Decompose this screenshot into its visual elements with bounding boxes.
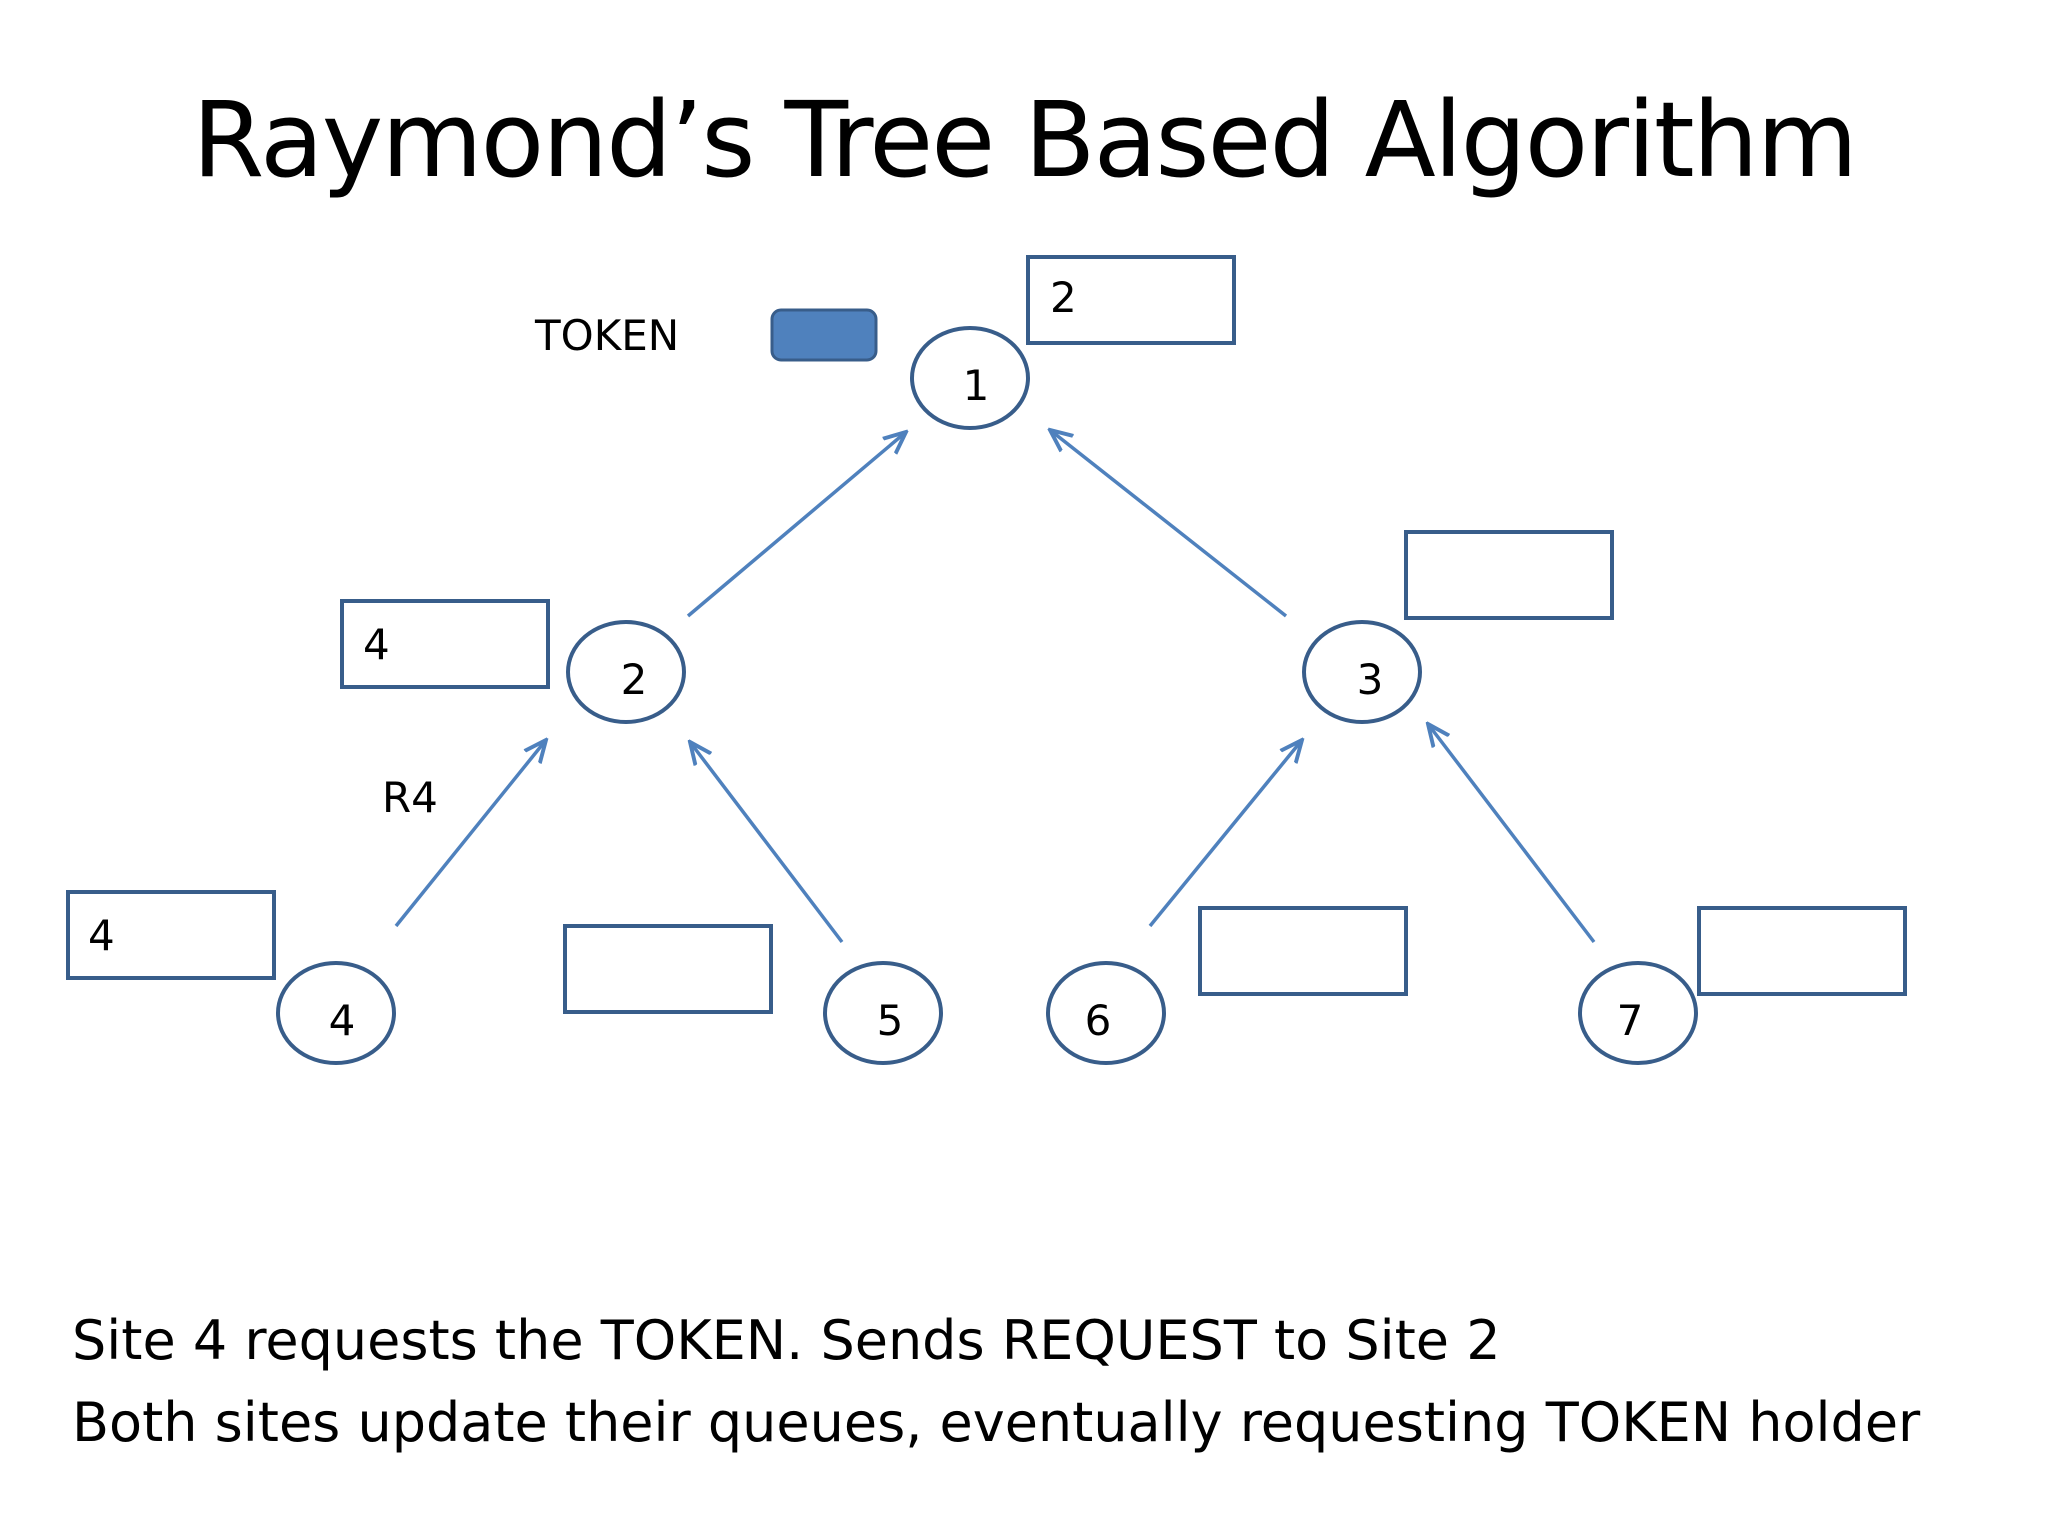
site-node-7: [1578, 961, 1698, 1065]
caption-line-2: Both sites update their queues, eventual…: [72, 1391, 1921, 1454]
queue-box-node-1: [1026, 255, 1236, 345]
site-node-label-2: 2: [621, 655, 648, 704]
edge-arrow-2-to-1: [686, 432, 906, 618]
edge-arrow-7-to-3: [1428, 724, 1596, 944]
site-node-label-7: 7: [1617, 996, 1644, 1045]
slide-title: Raymond’s Tree Based Algorithm: [192, 79, 1858, 201]
caption: Site 4 requests the TOKEN. Sends REQUEST…: [72, 1300, 2032, 1464]
edge-arrow-5-to-2: [690, 742, 844, 944]
site-node-label-1: 1: [963, 361, 990, 410]
site-node-label-6: 6: [1085, 996, 1112, 1045]
site-node-1: [910, 326, 1030, 430]
queue-box-node-6: [1198, 906, 1408, 996]
token-label: TOKEN: [534, 311, 679, 360]
edge-arrow-6-to-3: [1148, 740, 1302, 928]
site-node-label-4: 4: [329, 996, 356, 1045]
token-icon: [770, 308, 878, 362]
queues-layer: 2 4 4: [66, 255, 1907, 1014]
site-node-2: [566, 620, 686, 724]
site-node-label-3: 3: [1357, 655, 1384, 704]
queue-value-node-1: 2: [1050, 273, 1077, 322]
request-label-r4: R4: [382, 773, 438, 822]
edge-arrow-3-to-1: [1050, 430, 1288, 618]
queue-value-node-2: 4: [363, 620, 390, 669]
site-node-5: [823, 961, 943, 1065]
site-node-label-5: 5: [877, 996, 904, 1045]
site-node-4: [276, 961, 396, 1065]
queue-box-node-2: [340, 599, 550, 689]
caption-line-1: Site 4 requests the TOKEN. Sends REQUEST…: [72, 1309, 1501, 1372]
queue-box-node-3: [1404, 530, 1614, 620]
site-node-3: [1302, 620, 1422, 724]
queue-value-node-4: 4: [88, 911, 115, 960]
edges-layer: [394, 430, 1596, 944]
edge-arrow-4-to-2: [394, 740, 546, 928]
nodes-layer: 1 2 3 4 5 6 7: [276, 326, 1698, 1065]
queue-box-node-5: [563, 924, 773, 1014]
site-node-6: [1046, 961, 1166, 1065]
queue-box-node-7: [1697, 906, 1907, 996]
queue-box-node-4: [66, 890, 276, 980]
